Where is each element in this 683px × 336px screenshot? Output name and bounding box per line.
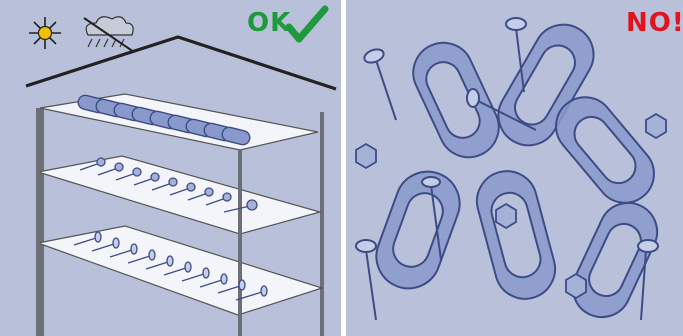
sun-icon [29,17,61,49]
no-panel: NO! [346,0,683,336]
no-label: NO! [626,8,683,38]
checkmark-icon [285,5,329,45]
rain-cloud-icon [84,17,134,52]
no-illustration [346,0,683,336]
ok-illustration [0,0,341,336]
jumbled-chain-links [367,14,666,327]
ok-panel: OK [0,0,341,336]
shelf-middle [38,156,320,234]
